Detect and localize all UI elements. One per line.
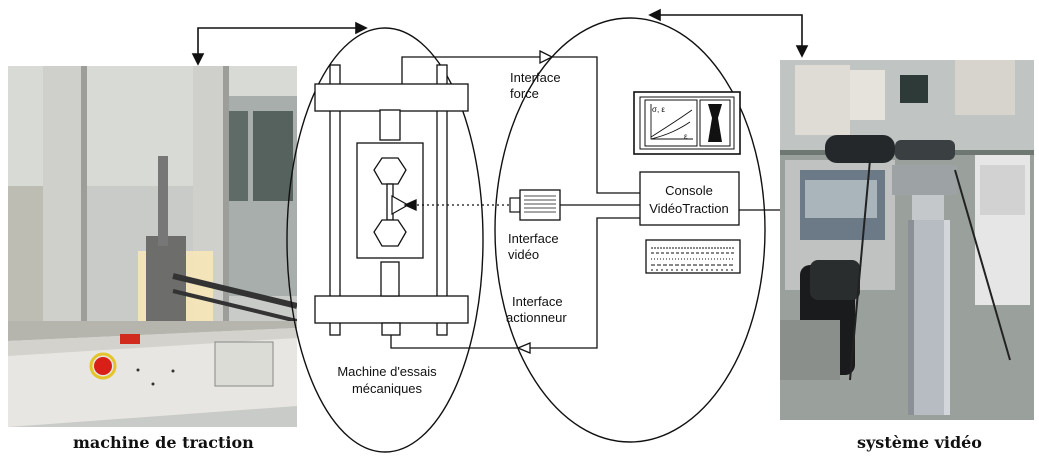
console-label-line2: VidéoTraction — [649, 201, 729, 216]
interface-actuator-label-line1: Interface — [512, 294, 563, 309]
data-strip-icon — [646, 240, 740, 273]
interface-video-label-line2: vidéo — [508, 247, 539, 262]
camera-icon — [510, 190, 560, 220]
graph-display-icon — [634, 92, 740, 154]
console-label-line1: Console — [665, 183, 713, 198]
machine-label-line2: mécaniques — [352, 381, 423, 396]
link-right-arrow — [650, 10, 807, 56]
interface-force-label-line2: force — [510, 86, 539, 101]
plot-axis-x-label: ε — [684, 132, 688, 141]
left-photo-caption: machine de traction — [73, 433, 254, 452]
console-box — [640, 172, 739, 225]
plot-axis-y-label: σ, ε — [652, 105, 665, 114]
interface-actuator-label-line2: actionneur — [506, 310, 567, 325]
machine-label-line1: Machine d'essais — [337, 364, 437, 379]
interface-force-label-line1: Interface — [510, 70, 561, 85]
right-photo-caption: système vidéo — [857, 433, 982, 452]
interface-video-label-line1: Interface — [508, 231, 559, 246]
link-left-arrow — [193, 23, 366, 64]
